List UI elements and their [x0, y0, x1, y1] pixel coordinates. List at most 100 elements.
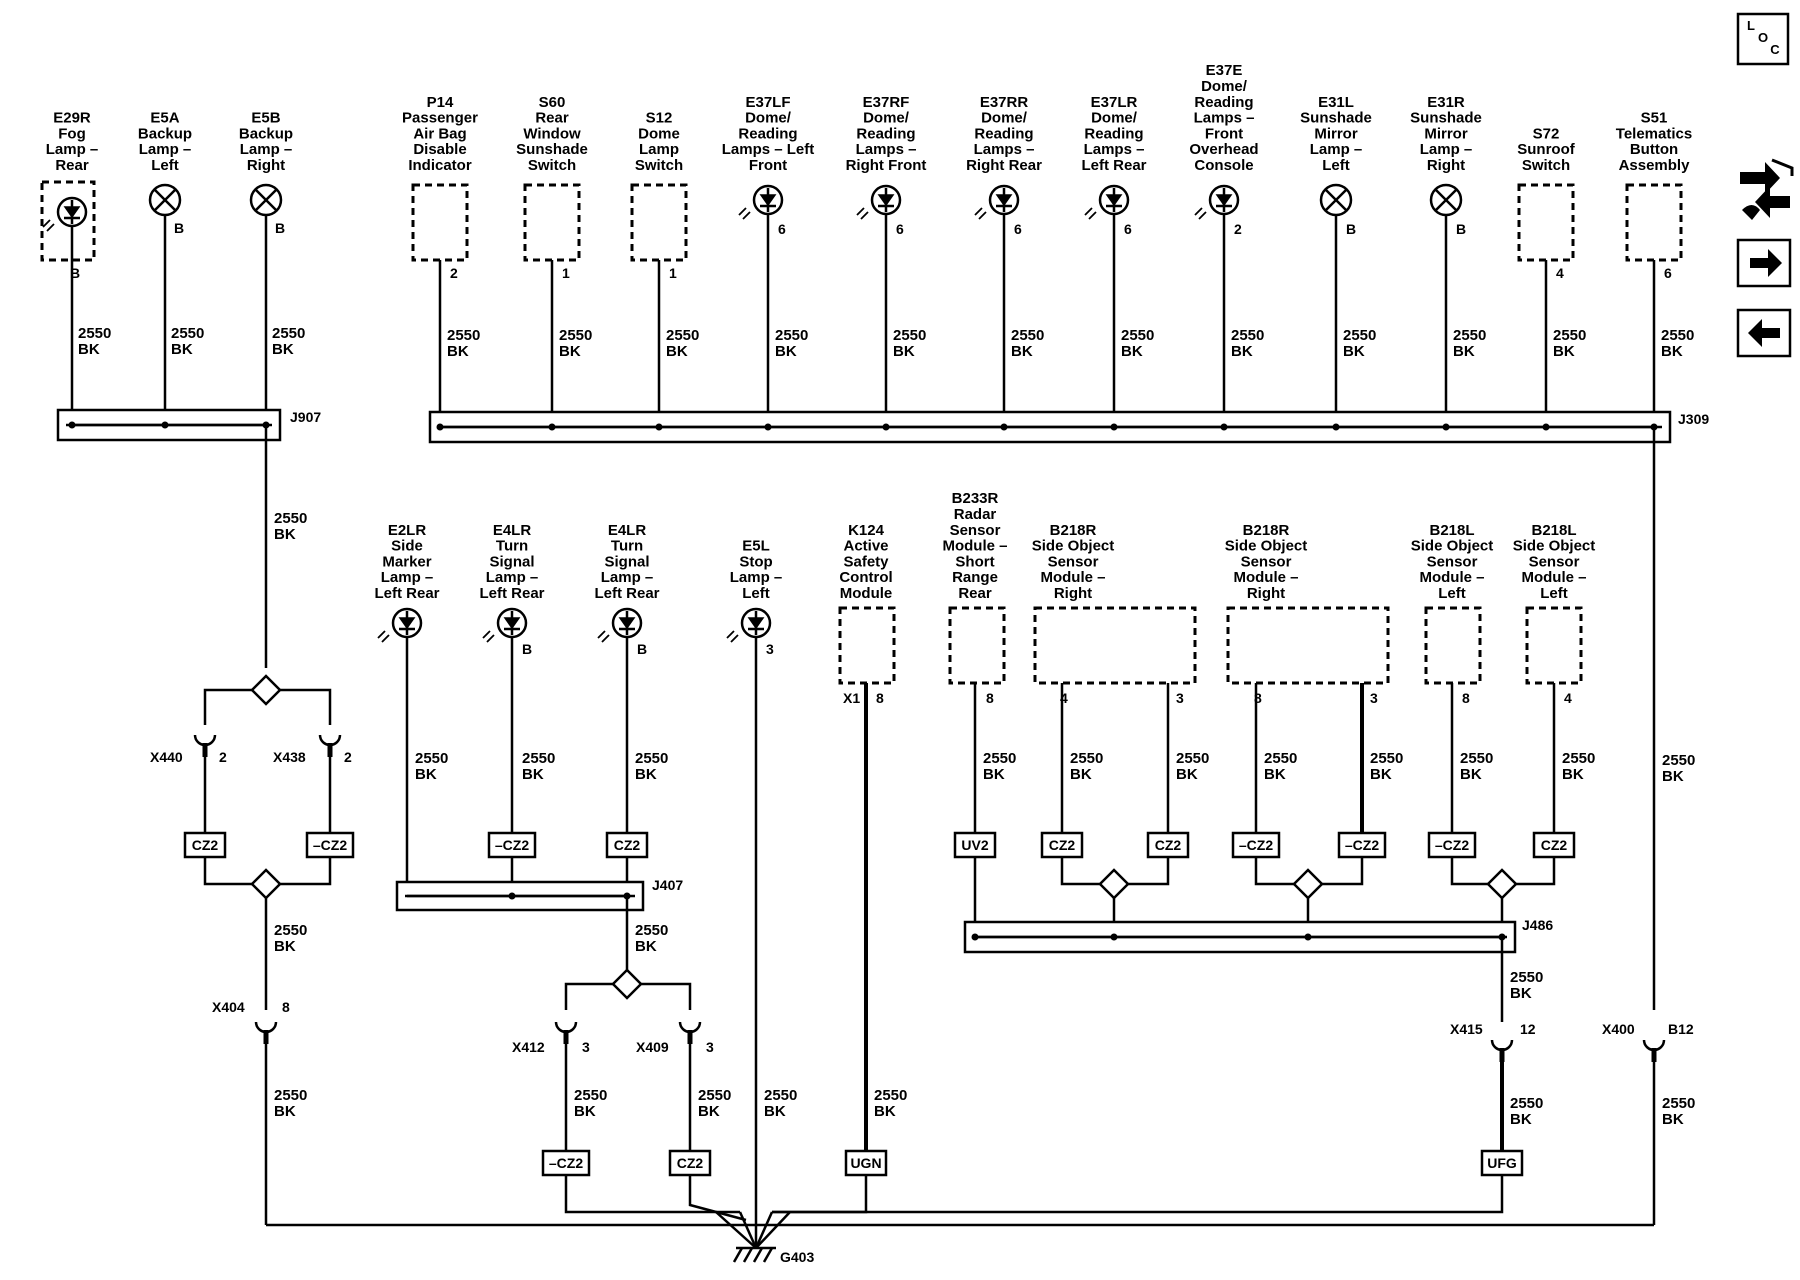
pin-number: 8 — [282, 999, 290, 1015]
component-name: Left — [1540, 585, 1568, 602]
loc-letter: O — [1758, 30, 1768, 45]
pin-number: 1 — [669, 265, 677, 281]
pin-number: 8 — [1254, 690, 1262, 706]
circuit-number: 2550 — [1070, 750, 1103, 767]
component-name: Lamps – — [1194, 110, 1255, 127]
component-name: Left Rear — [479, 585, 544, 602]
component-name: Dome/ — [745, 110, 792, 127]
component-name: Button — [1630, 141, 1678, 158]
component-name: Side Object — [1032, 538, 1115, 555]
component-name: Signal — [489, 553, 534, 570]
bulb-icon — [1429, 183, 1463, 217]
led-icon — [482, 607, 528, 643]
pin-number: 3 — [1370, 690, 1378, 706]
component-id: S51 — [1641, 110, 1668, 127]
component-id: S12 — [646, 110, 673, 127]
option-code-box: –CZ2 — [305, 831, 355, 859]
component-name: Right — [1247, 585, 1285, 602]
component-name: Front — [1205, 125, 1243, 142]
component-name: Sensor — [1529, 553, 1580, 570]
wire-color: BK — [775, 343, 797, 360]
circuit-number: 2550 — [775, 327, 808, 344]
splice-dot — [764, 423, 772, 431]
splice-dot — [1110, 423, 1118, 431]
splice-label: J309 — [1678, 411, 1709, 427]
component-name: Switch — [528, 157, 576, 174]
option-code-box: CZ2 — [668, 1149, 712, 1177]
component-id: B218L — [1429, 522, 1474, 539]
pin-number: 2 — [344, 749, 352, 765]
circuit-number: 2550 — [1562, 750, 1595, 767]
component-name: Console — [1194, 157, 1253, 174]
component-outline — [1424, 606, 1482, 685]
splice-dot — [655, 423, 663, 431]
wire-color: BK — [274, 938, 296, 955]
component-name: Left — [1322, 157, 1350, 174]
component-name: Air Bag — [413, 125, 466, 142]
pin-number: B — [1346, 221, 1356, 237]
wire — [1516, 857, 1556, 886]
component-outline — [838, 606, 896, 685]
circuit-number: 2550 — [522, 750, 555, 767]
component-name: Switch — [1522, 157, 1570, 174]
pin-number: B — [522, 641, 532, 657]
connector-id: X409 — [636, 1039, 669, 1055]
wire — [688, 1175, 747, 1222]
circuit-number: 2550 — [635, 922, 668, 939]
component-name: Lamp – — [381, 569, 434, 586]
component-name: Overhead — [1189, 141, 1258, 158]
component-name: Lamps – — [974, 141, 1035, 158]
next-page-button[interactable] — [1736, 238, 1792, 288]
loc-button[interactable]: LOC — [1736, 12, 1790, 66]
circuit-number: 2550 — [1011, 327, 1044, 344]
component-name: Mirror — [1424, 125, 1468, 142]
led-icon — [856, 184, 902, 220]
splice-dot — [548, 423, 556, 431]
connector-view-button[interactable] — [1740, 158, 1794, 220]
circuit-number: 2550 — [415, 750, 448, 767]
component-id: E29R — [53, 110, 91, 127]
wire — [1322, 857, 1364, 886]
pin-number: B — [275, 220, 285, 236]
component-id: E2LR — [388, 522, 427, 539]
circuit-number: 2550 — [1460, 750, 1493, 767]
option-code-box: CZ2 — [1040, 831, 1084, 859]
component-name: Backup — [138, 125, 192, 142]
inline-connector-icon — [254, 1021, 278, 1044]
component-name: Lamps – — [856, 141, 917, 158]
connector-id: X415 — [1450, 1021, 1483, 1037]
splice-label: J486 — [1522, 917, 1553, 933]
circuit-number: 2550 — [1176, 750, 1209, 767]
connector-id: X404 — [212, 999, 245, 1015]
splice-dot — [1332, 423, 1340, 431]
loc-letter: C — [1770, 42, 1780, 57]
option-code: CZ2 — [614, 837, 641, 853]
component-name: Turn — [611, 538, 643, 555]
option-code: CZ2 — [1541, 837, 1568, 853]
component-name: Lamps – — [1084, 141, 1145, 158]
circuit-number: 2550 — [1662, 752, 1695, 769]
wire-color: BK — [983, 766, 1005, 783]
component-name: Left Rear — [1081, 157, 1146, 174]
splice-dot — [1542, 423, 1550, 431]
option-code-box: CZ2 — [183, 831, 227, 859]
pin-number: 6 — [1664, 265, 1672, 281]
component-name: Right — [1427, 157, 1465, 174]
loc-letter: L — [1747, 18, 1755, 33]
prev-page-button[interactable] — [1736, 308, 1792, 358]
splice-diamond — [1292, 868, 1324, 900]
circuit-number: 2550 — [1661, 327, 1694, 344]
component-id: E37RR — [980, 94, 1029, 111]
